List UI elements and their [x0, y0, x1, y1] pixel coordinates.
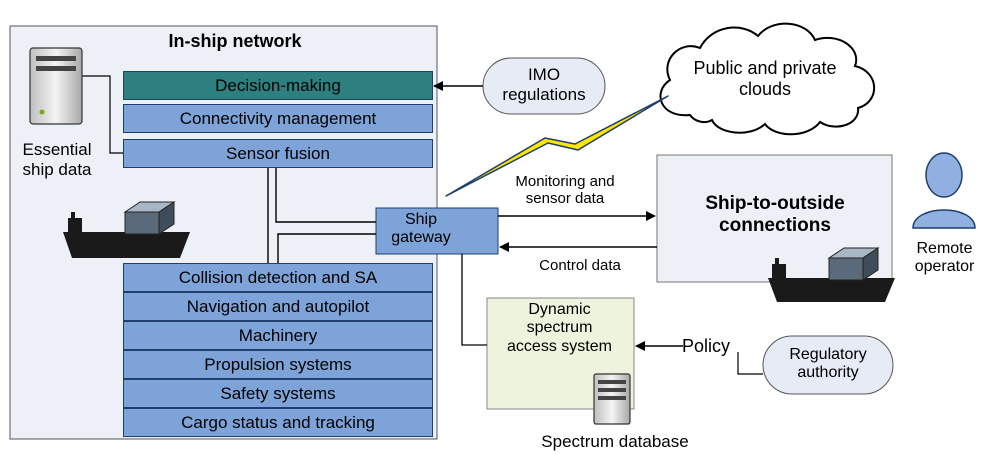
layer-sensor-fusion: Sensor fusion: [123, 139, 433, 168]
outside-connections-label: Ship-to-outside connections: [705, 193, 845, 236]
remote-ship-icon: [768, 247, 895, 302]
layer-propulsion: Propulsion systems: [123, 350, 433, 379]
network-title: In-ship network: [168, 31, 302, 51]
database-server-icon: [593, 373, 631, 425]
spectrum-database-label: Spectrum database: [541, 432, 689, 451]
essential-data-connector: [82, 75, 123, 154]
layer-collision-detection: Collision detection and SA: [123, 263, 433, 292]
layer-machinery: Machinery: [123, 321, 433, 350]
dsa-label: Dynamic spectrum access system: [507, 301, 612, 355]
gateway-label: Ship gateway: [391, 211, 451, 247]
cloud-shape: [659, 22, 876, 136]
inbound-flow-label: Control data: [539, 257, 621, 274]
server-icon: [29, 47, 83, 125]
layer-connectivity-management: Connectivity management: [123, 104, 433, 133]
regulatory-bubble: [762, 335, 894, 395]
regulatory-connector: [737, 352, 763, 375]
gateway-box: [375, 207, 499, 255]
regulatory-label: Regulatory authority: [789, 346, 867, 382]
cloud-label: Public and private clouds: [693, 58, 837, 99]
policy-label: Policy: [682, 336, 731, 356]
person-icon: [912, 152, 976, 229]
gateway-dsa-connector: [461, 254, 487, 346]
internal-bus: [267, 168, 376, 266]
essential-data-label: Essential ship data: [22, 140, 92, 179]
layer-cargo: Cargo status and tracking: [123, 408, 433, 437]
wireless-link-bolt: [445, 95, 669, 197]
imo-label: IMO regulations: [502, 65, 586, 104]
outbound-flow-label: Monitoring and sensor data: [515, 173, 615, 208]
layer-safety: Safety systems: [123, 379, 433, 408]
layer-navigation: Navigation and autopilot: [123, 292, 433, 321]
layer-decision-making: Decision-making: [123, 71, 433, 100]
ship-icon: [63, 201, 190, 258]
remote-operator-label: Remote operator: [914, 240, 975, 276]
